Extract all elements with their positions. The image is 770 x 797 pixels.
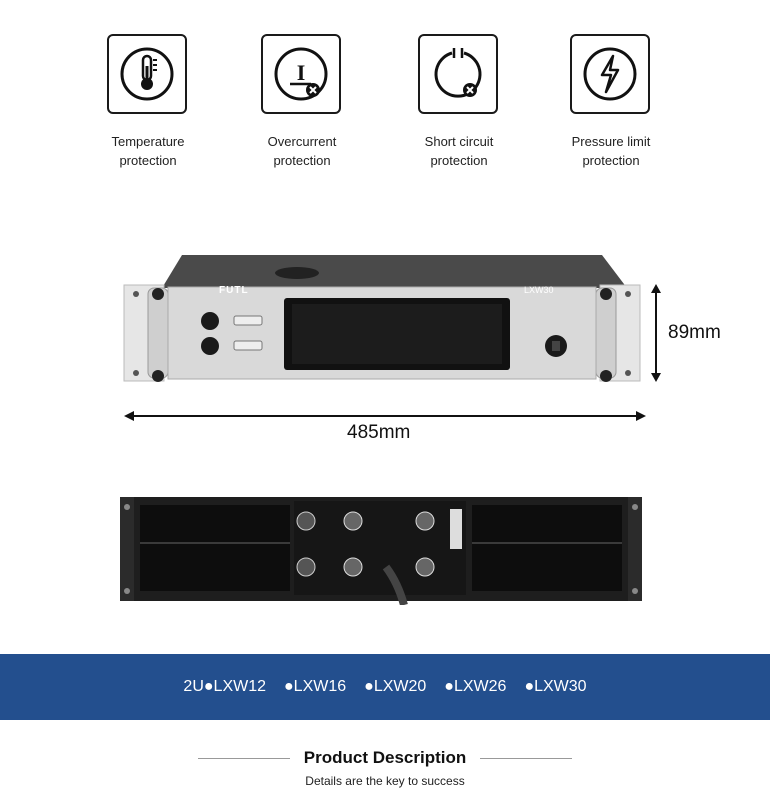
- models-list: 2U●LXW12 ●LXW16 ●LXW20 ●LXW26 ●LXW30: [0, 654, 770, 720]
- short-circuit-icon: [418, 34, 498, 114]
- model-item: ●LXW26: [444, 678, 507, 695]
- width-label: 485mm: [347, 422, 411, 443]
- height-arrow: [648, 284, 664, 382]
- height-label: 89mm: [668, 322, 721, 343]
- svg-text:I: I: [297, 60, 306, 85]
- section-title: Product Description: [303, 748, 467, 767]
- model-item: ●LXW30: [524, 678, 587, 695]
- thermometer-icon: [107, 34, 187, 114]
- section-subtitle: Details are the key to success: [305, 774, 465, 788]
- models-banner: 2U●LXW12 ●LXW16 ●LXW20 ●LXW26 ●LXW30: [0, 654, 770, 720]
- divider-left: [198, 758, 290, 759]
- overcurrent-icon: I: [261, 34, 341, 114]
- model-item: 2U●LXW12: [183, 678, 267, 695]
- model-item: ●LXW20: [364, 678, 427, 695]
- lightning-icon: [570, 34, 650, 114]
- model-item: ●LXW16: [284, 678, 347, 695]
- divider-right: [480, 758, 572, 759]
- amplifier-rear-image: [120, 493, 642, 607]
- width-arrow: [124, 408, 646, 424]
- amplifier-front-image: [122, 252, 642, 387]
- brand-label: FUTL: [219, 285, 249, 296]
- model-label: LXW30: [524, 285, 554, 295]
